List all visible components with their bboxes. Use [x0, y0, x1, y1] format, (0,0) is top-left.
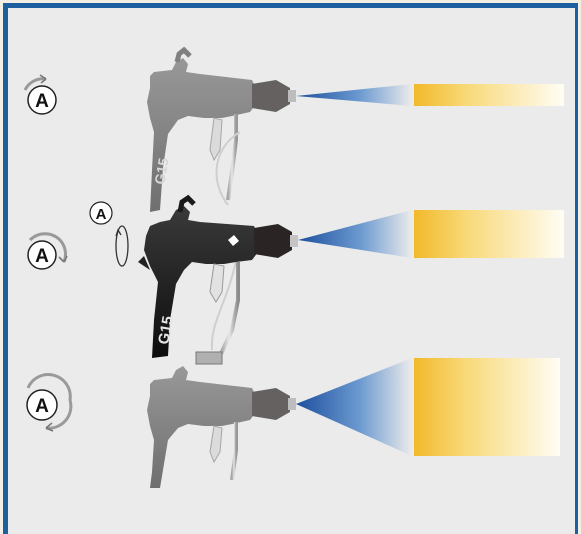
spray-gun-2: G15 [138, 194, 298, 365]
spray-fan-pattern-1 [414, 84, 564, 106]
hose [210, 131, 241, 351]
spray-gun-3 [147, 366, 296, 488]
vertical-rotation-ellipse [115, 225, 129, 267]
rotation-indicator-1: A [23, 74, 57, 115]
rotation-arrow-icon-1 [39, 74, 47, 84]
spray-cone-1 [296, 84, 412, 106]
rotation-arc-3 [26, 373, 73, 430]
rotation-indicator-2: A [27, 232, 68, 270]
label-1: A [35, 91, 49, 112]
rotation-arrow-icon-3 [45, 422, 54, 432]
adjustment-label-circle [89, 201, 113, 225]
rotation-arrow-icon-2 [58, 255, 68, 263]
rotation-arc-2 [28, 232, 67, 263]
label-2: A [35, 246, 49, 267]
spray-cone-2 [298, 210, 412, 258]
gun-model-text-1: G15 [151, 156, 171, 185]
adjustment-label: A [96, 206, 107, 223]
spray-fan-pattern-2 [414, 210, 564, 258]
spray-fan-pattern-3 [414, 358, 560, 456]
vertical-rotation-arrow-icon [115, 228, 122, 237]
rotation-arc-1 [23, 77, 47, 91]
adjustment-indicator: A [89, 201, 129, 267]
spray-cone-3 [296, 358, 412, 456]
rotation-indicator-3: A [26, 373, 73, 432]
label-circle-3 [26, 389, 58, 421]
label-3: A [35, 396, 49, 417]
row-1: A G15 [23, 46, 564, 212]
label-circle-2 [27, 240, 57, 270]
label-circle-1 [27, 85, 57, 115]
row-3: A [26, 358, 560, 488]
gun-model-text-2: G15 [155, 315, 177, 346]
spray-gun-1: G15 [147, 46, 296, 212]
row-2: A A G15 [27, 131, 564, 365]
